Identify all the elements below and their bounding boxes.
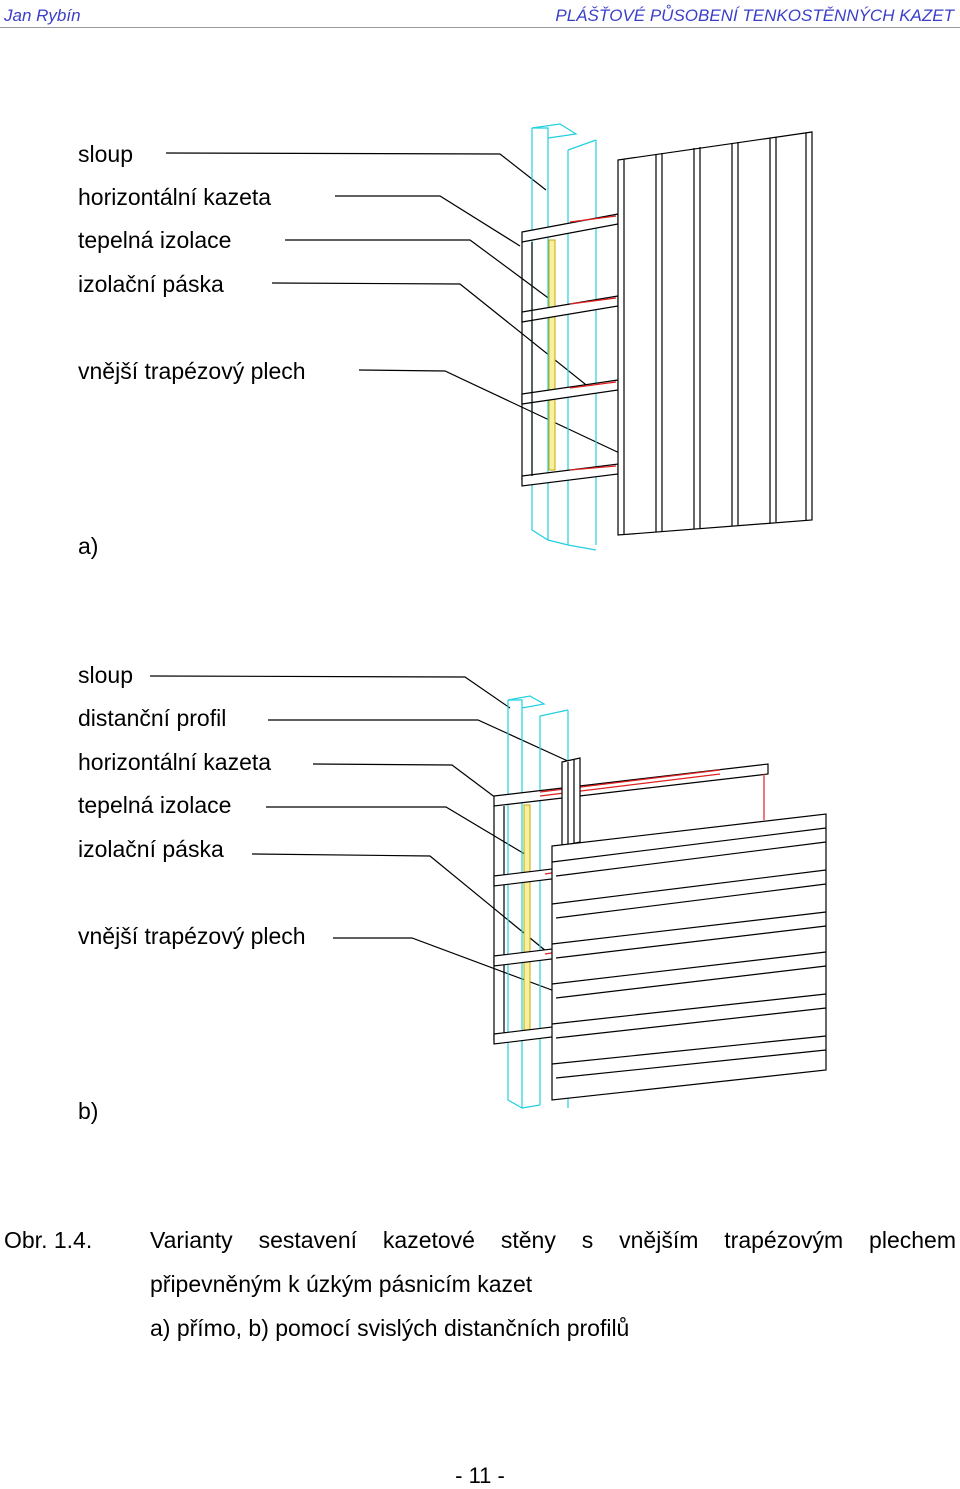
fig-a-label-horizontal-cassette: horizontální kazeta	[78, 184, 272, 210]
fig-a-label-insulation: tepelná izolace	[78, 227, 232, 253]
construction-drawings	[149, 123, 827, 1110]
fig-a-label-trapezoidal-sheet: vnější trapézový plech	[78, 358, 306, 384]
fig-a-trapezoidal-sheet	[617, 131, 813, 536]
fig-a-tag: a)	[78, 533, 99, 559]
fig-a-cassettes	[521, 213, 619, 487]
fig-a-leader-lines	[165, 152, 646, 466]
fig-b-ribs	[551, 827, 827, 1079]
caption-line-1: Varianty sestavení kazetové stěny s vněj…	[150, 1227, 956, 1253]
figure-b-drawing	[149, 675, 827, 1110]
fig-b-label-trapezoidal-sheet: vnější trapézový plech	[78, 923, 306, 949]
fig-b-label-horizontal-cassette: horizontální kazeta	[78, 749, 272, 775]
fig-b-trapezoidal-sheet	[551, 813, 827, 1101]
fig-b-label-insulation: tepelná izolace	[78, 792, 232, 818]
fig-a-column	[531, 123, 597, 551]
header-title: PLÁŠŤOVÉ PŮSOBENÍ TENKOSTĚNNÝCH KAZET	[555, 6, 954, 25]
fig-a-insulation	[548, 239, 556, 471]
fig-b-insulation	[523, 804, 531, 1031]
figure-a-drawing	[165, 123, 813, 551]
page-number: - 11 -	[455, 1463, 505, 1488]
fig-a-label-tape: izolační páska	[78, 271, 224, 297]
fig-a-label-sloup: sloup	[78, 141, 133, 167]
caption-line-3: a) přímo, b) pomocí svislých distančních…	[150, 1315, 630, 1341]
fig-b-label-spacer-profile: distanční profil	[78, 705, 227, 731]
caption-line-2: připevněným k úzkým pásnicím kazet	[150, 1271, 533, 1297]
header-rule	[0, 27, 960, 28]
fig-b-label-tape: izolační páska	[78, 836, 224, 862]
header-author: Jan Rybín	[4, 6, 81, 25]
figure-number: Obr. 1.4.	[4, 1227, 93, 1253]
fig-b-spacer-profile	[561, 757, 581, 847]
fig-a-tape	[569, 215, 617, 471]
fig-b-label-sloup: sloup	[78, 662, 133, 688]
fig-b-tag: b)	[78, 1098, 99, 1124]
